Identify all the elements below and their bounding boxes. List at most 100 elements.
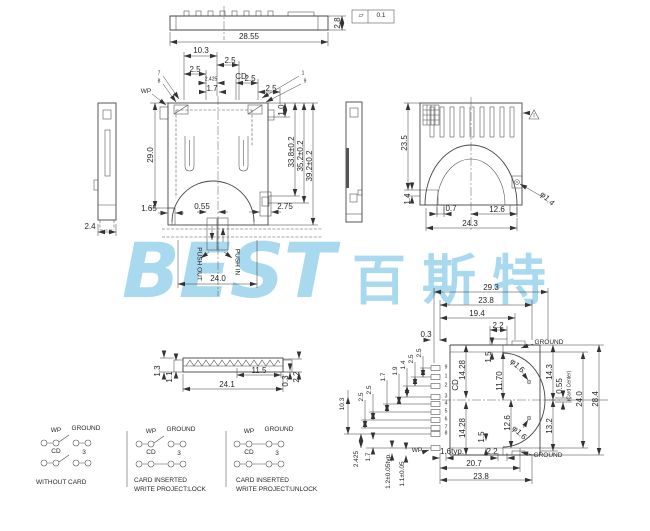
pin-1-label: 1 [301, 70, 305, 77]
cascade-1-1: 1.1±0.05 [398, 461, 406, 487]
dim-2-5-cd: 2.5 [244, 74, 256, 83]
wp-label-side: WP [411, 446, 423, 454]
watermark-best-logo: BEST [122, 226, 335, 315]
dim-19-4: 19.4 [469, 309, 485, 318]
ground-bottom-label: GROUND [533, 451, 563, 459]
pin-label-5: 5 [444, 408, 448, 415]
dim-23-5: 23.5 [400, 135, 409, 151]
dim-24-0-side: 24.0 [575, 391, 584, 407]
dim-24-1: 24.1 [219, 380, 235, 389]
dim-35-2: 35.2±0.2 [296, 140, 305, 172]
front-view [160, 350, 302, 392]
sch2-ground-label: GROUND [166, 425, 196, 433]
sch1-wp-label: WP [50, 426, 62, 434]
sch1-ground-label: GROUND [71, 424, 101, 432]
pin-label-4: 4 [444, 400, 448, 407]
sch1-3-label: 3 [82, 448, 86, 456]
dim-overall-width: 28.55 [238, 32, 260, 41]
flatness-value: 0.1 [376, 11, 386, 19]
dim-2-4: 2.4 [84, 222, 96, 231]
dim-11-70: 11.70 [495, 371, 504, 391]
dim-0-7: 0.7 [445, 204, 457, 213]
dim-0-3-side: 0.3 [420, 330, 432, 339]
dim-0-55: 0.55 [194, 202, 210, 211]
dim-28-4: 28.4 [591, 391, 600, 407]
dim-0-3-front: 0.3 [281, 375, 290, 387]
sch2-caption-line1: CARD INSERTED [134, 476, 187, 484]
ground-top-label: GROUND [534, 338, 564, 346]
pin-label-8: 8 [444, 430, 448, 437]
dim-39-2: 39.2±0.2 [305, 150, 314, 182]
dim-29-0: 29.0 [146, 147, 155, 163]
dim-14-28-bot: 14.28 [458, 417, 467, 439]
dim-1-3: 1.3 [153, 365, 162, 377]
watermark-cjk-text: 百斯特 [352, 249, 562, 312]
dim-12-6-rear: 12.6 [489, 205, 505, 214]
main-top-view [150, 52, 322, 296]
pin-label-7: 7 [444, 424, 448, 431]
right-side-view [345, 101, 363, 223]
dim-0-55-side: 0.55 [555, 378, 564, 394]
cascade-1-7: 1.7 [379, 372, 387, 382]
dim-1-4: 1.4 [403, 193, 412, 205]
pin-label-1: 1 [444, 373, 448, 380]
cascade-2-5-a: 2.5 [415, 348, 423, 358]
sch3-ground-label: GROUND [264, 425, 294, 433]
sch3-3-label: 3 [275, 449, 279, 457]
dim-13-2: 13.2 [545, 418, 554, 434]
pin-7-label: 7 [157, 70, 161, 77]
dia-1-6-top: φ1.6 [508, 356, 527, 375]
dia-1-6-bot: φ1.6 [510, 423, 529, 442]
cascade-2-5-b: 2.5 [407, 354, 415, 364]
card-center-note: (Card Center) [566, 370, 573, 402]
dim-14-3: 14.3 [545, 364, 554, 380]
dim-10-3: 10.3 [193, 46, 209, 55]
dim-2-75: 2.75 [277, 202, 293, 211]
sch1-caption: WITHOUT CARD [36, 478, 87, 486]
flatness-symbol-icon: ▱ [358, 11, 364, 19]
dim-20-7: 20.7 [466, 459, 482, 468]
cascade-2-5-c: 2.5 [365, 385, 373, 395]
dim-33-8: 33.8±0.2 [287, 136, 296, 168]
cascade-10-3: 10.3 [338, 397, 346, 411]
dim-1-5-bot: 1.5 [477, 431, 486, 443]
dim-2-5-right: 2.5 [265, 84, 277, 93]
cascade-1-4: 1.4 [399, 360, 407, 370]
dim-strip-height: 2.8 [333, 17, 342, 29]
schematic-card-inserted-unlock [233, 440, 285, 468]
dim-1-7: 1.7 [206, 84, 218, 93]
cascade-2-5-d: 2.5 [357, 392, 365, 402]
sch3-caption-line2: WRITE PROJECT:UNLOCK [236, 485, 318, 493]
pin-label-9: 9 [444, 364, 448, 371]
dim-1-1: 1.1 [165, 371, 174, 383]
pin-label-2: 2 [444, 382, 448, 389]
push-out-label: PUSH OUT [195, 247, 203, 281]
sch3-cd-label: CD [244, 448, 254, 456]
sch2-wp-label: WP [145, 427, 157, 435]
schematic-without-card [40, 434, 92, 467]
dim-14-28-top: 14.28 [458, 359, 467, 381]
pin-9-label: 9 [303, 78, 307, 85]
sch2-caption-line2: WRITE PROJECT:LOCK [134, 485, 206, 493]
dia-1-4: φ1.4 [538, 189, 557, 208]
dim-1-6-typ: 1.6typ. [439, 447, 465, 456]
cascade-1-9: 1.9 [391, 366, 399, 376]
dim-2-5-top: 2.5 [224, 56, 236, 65]
switch-schematics [40, 431, 285, 487]
sch2-cd-label: CD [146, 448, 156, 456]
push-in-label: PUSH IN [233, 248, 241, 276]
dim-2-2-top: 2.2 [492, 321, 504, 330]
dim-2-2-bot: 2.2 [486, 447, 498, 456]
side-sectional-view [344, 288, 608, 484]
dim-24-3: 24.3 [462, 219, 478, 228]
rear-view [404, 97, 542, 231]
dim-2-5-left: 2.5 [189, 65, 201, 74]
dim-11-5: 11.5 [251, 366, 267, 375]
left-side-view [93, 102, 117, 236]
sch2-3-label: 3 [177, 449, 181, 457]
flatness-tolerance-frame [351, 9, 395, 24]
cascade-1-7b: 1.7 [364, 452, 372, 462]
dim-23-8-top: 23.8 [478, 296, 494, 305]
